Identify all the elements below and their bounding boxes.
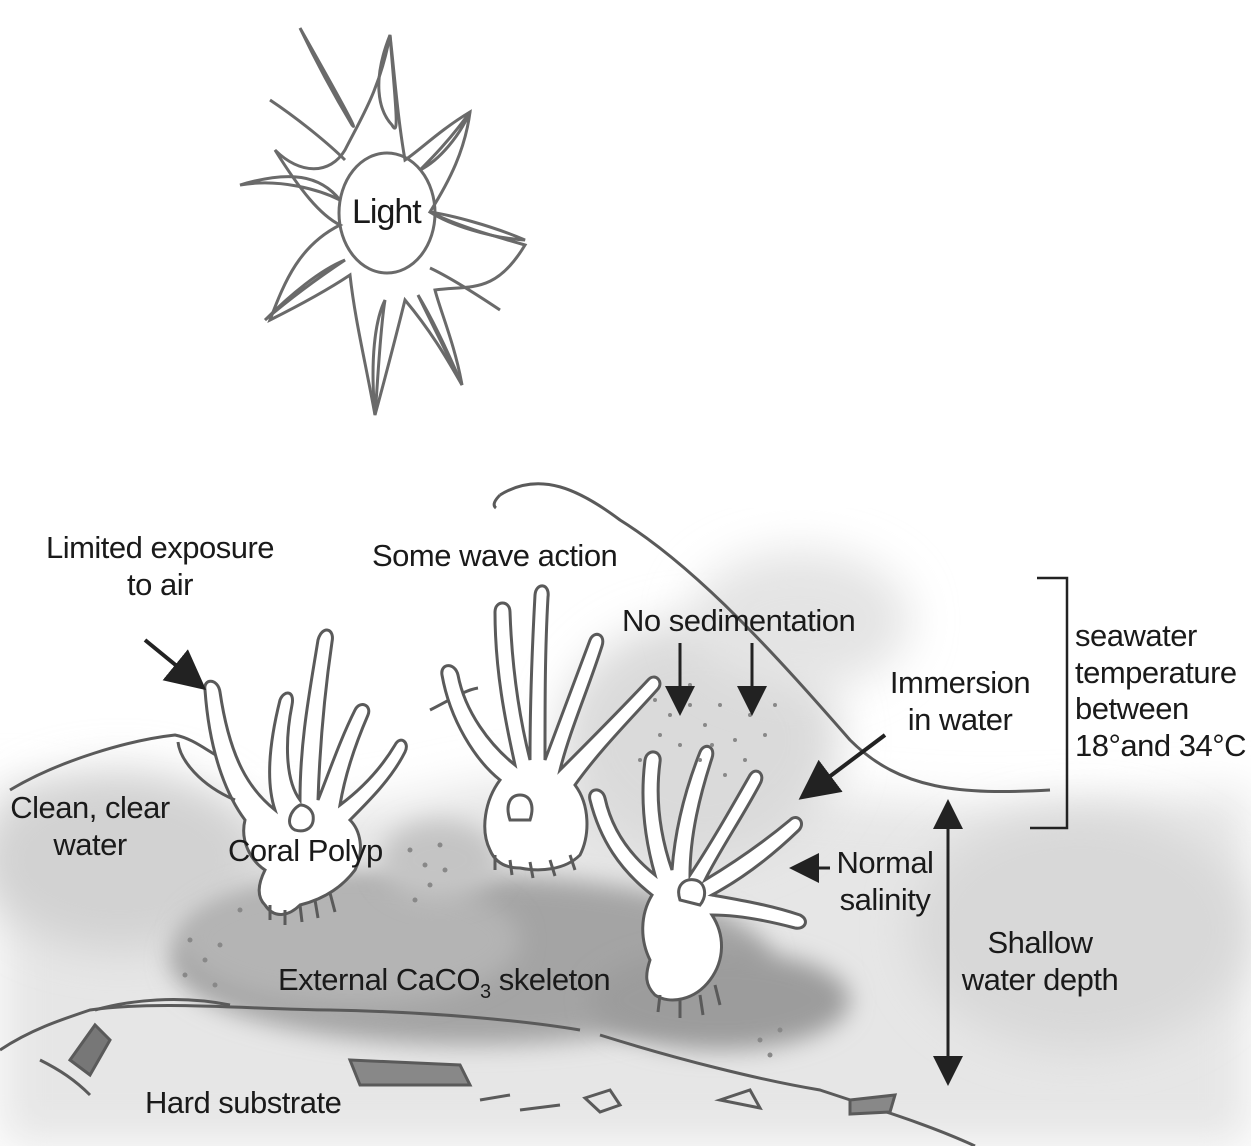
normal-salinity-line1: Normal: [830, 845, 940, 882]
coral-polyp-label: Coral Polyp: [228, 833, 383, 870]
limited-exposure-line2: to air: [40, 567, 280, 604]
clean-line1: Clean, clear: [10, 790, 170, 827]
shallow-depth-label: Shallow water depth: [955, 925, 1125, 998]
limited-exposure-line1: Limited exposure: [40, 530, 280, 567]
clean-line2: water: [10, 827, 170, 864]
shallow-line2: water depth: [955, 962, 1125, 999]
immersion-line1: Immersion: [880, 665, 1040, 702]
shallow-line1: Shallow: [955, 925, 1125, 962]
immersion-line2: in water: [880, 702, 1040, 739]
normal-salinity-label: Normal salinity: [830, 845, 940, 918]
skeleton-label: External CaCO3 skeleton: [278, 962, 610, 1005]
seawater-line3: between: [1075, 691, 1246, 728]
seawater-line1: seawater: [1075, 618, 1246, 655]
arrow-limited-exposure: [145, 640, 200, 685]
no-sedimentation-label: No sedimentation: [622, 603, 855, 640]
normal-salinity-line2: salinity: [830, 882, 940, 919]
seawater-line4: 18°and 34°C: [1075, 728, 1246, 765]
hard-substrate-label: Hard substrate: [145, 1085, 341, 1122]
skeleton-prefix: External CaCO: [278, 962, 480, 997]
seawater-line2: temperature: [1075, 655, 1246, 692]
light-label: Light: [352, 192, 421, 232]
wave-action-label: Some wave action: [372, 538, 617, 575]
limited-exposure-label: Limited exposure to air: [40, 530, 280, 603]
clean-water-label: Clean, clear water: [10, 790, 170, 863]
skeleton-suffix: skeleton: [491, 962, 611, 997]
seawater-temperature-label: seawater temperature between 18°and 34°C: [1075, 618, 1246, 764]
immersion-label: Immersion in water: [880, 665, 1040, 738]
skeleton-sub: 3: [480, 981, 491, 1003]
